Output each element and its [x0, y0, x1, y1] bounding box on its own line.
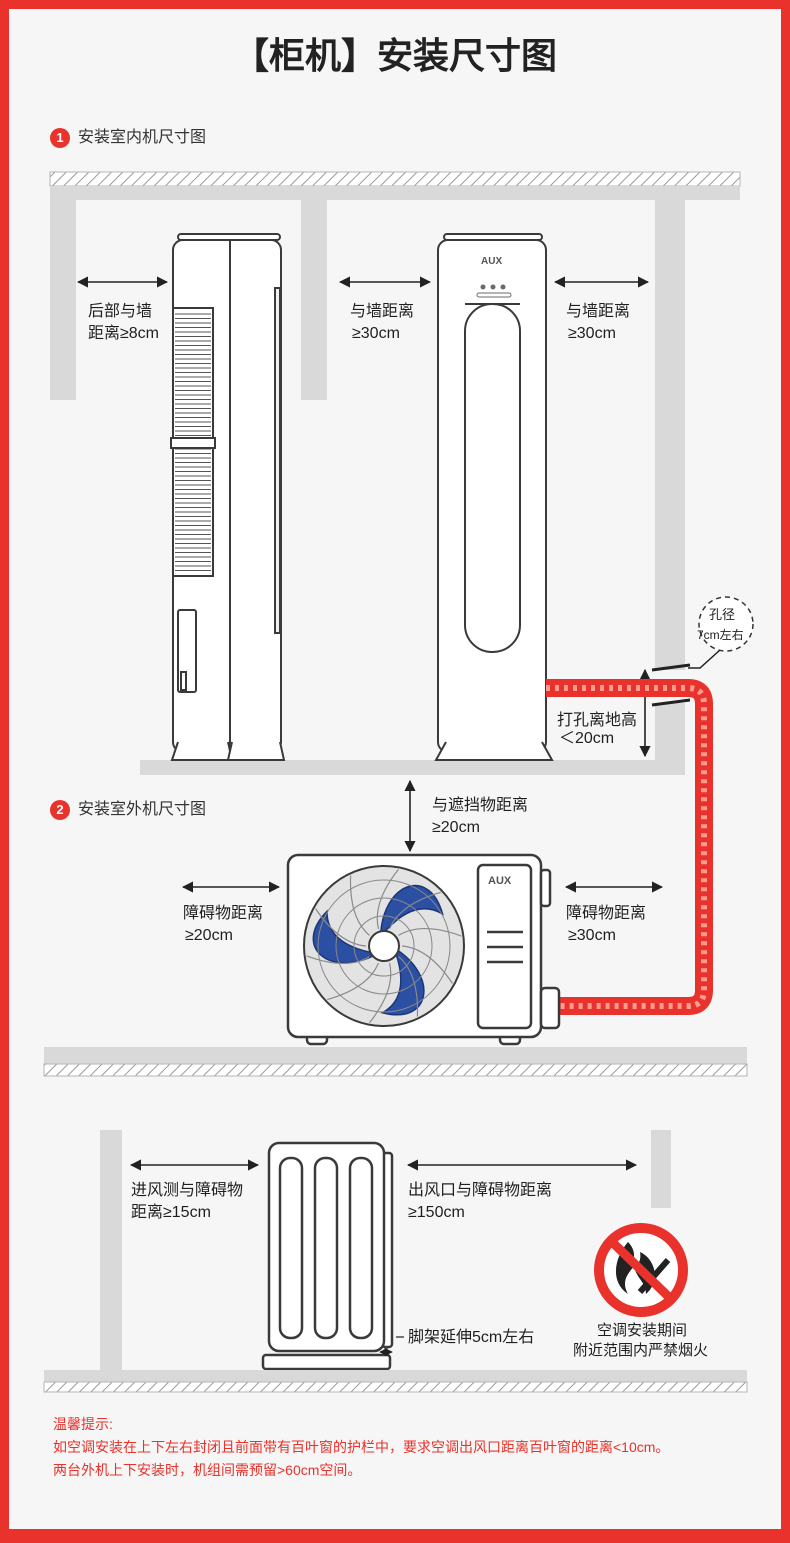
indoor-floor	[140, 760, 685, 775]
fan-icon	[303, 865, 465, 1027]
ceiling-hatch	[49, 171, 741, 187]
right-wall-label-1: 与墙距离	[566, 303, 631, 320]
outlet-label-1: 出风口与障碍物距离	[408, 1182, 553, 1199]
outdoor-right-label-1: 障碍物距离	[566, 905, 647, 922]
fire-warning-label-2: 附近范围内严禁烟火	[573, 1342, 709, 1359]
section-1-badge: 1	[50, 128, 70, 148]
outdoor-unit-side	[261, 1141, 394, 1371]
section-2-badge: 2	[50, 800, 70, 820]
fire-warning-label-1: 空调安装期间	[597, 1322, 688, 1339]
wall-middle	[301, 200, 327, 400]
drill-height-label-2: ＜20cm	[559, 730, 615, 747]
hole-label-1: 孔径	[709, 607, 736, 622]
control-panel	[476, 284, 512, 298]
tips-heading: 温馨提示:	[53, 1416, 113, 1432]
section-1-title: 安装室内机尺寸图	[78, 129, 207, 146]
back-distance-label-2: 距离≥8cm	[88, 325, 160, 342]
left-wall-label-1: 与墙距离	[350, 303, 415, 320]
outdoor-floor	[44, 1047, 747, 1064]
wall-left	[50, 200, 76, 400]
page-title: 【柜机】安装尺寸图	[232, 35, 557, 76]
indoor-unit-side	[170, 233, 286, 761]
feet-label: 脚架延伸5cm左右	[408, 1329, 535, 1346]
back-distance-label-1: 后部与墙	[88, 303, 153, 320]
outdoor-brand-logo: AUX	[488, 875, 512, 887]
indoor-louvers	[170, 313, 216, 571]
tips-line-2: 两台外机上下安装时，机组间需预留>60cm空间。	[53, 1462, 362, 1478]
section-2-title: 安装室外机尺寸图	[78, 801, 207, 818]
outdoor-left-label-1: 障碍物距离	[183, 905, 264, 922]
frame-top	[0, 0, 790, 9]
inlet-label-2: 距离≥15cm	[131, 1204, 211, 1221]
hole-edge-top	[651, 663, 691, 672]
side-floor-hatch	[43, 1381, 748, 1393]
inlet-label-1: 进风测与障碍物	[131, 1182, 244, 1199]
right-wall-label-2: ≥30cm	[568, 325, 616, 342]
side-wall-left	[100, 1130, 122, 1370]
side-floor	[44, 1370, 747, 1382]
outdoor-left-label-2: ≥20cm	[185, 927, 233, 944]
top-clearance-label-2: ≥20cm	[432, 819, 480, 836]
side-wall-right	[651, 1130, 671, 1208]
indoor-brand-logo: AUX	[481, 256, 503, 267]
left-wall-label-2: ≥30cm	[352, 325, 400, 342]
tips-line-1: 如空调安装在上下左右封闭且前面带有百叶窗的护栏中，要求空调出风口距离百叶窗的距离…	[53, 1439, 670, 1455]
top-clearance-label-1: 与遮挡物距离	[432, 797, 529, 814]
drill-height-label-1: 打孔离地高	[557, 712, 638, 729]
frame-left	[0, 0, 9, 1543]
refrigerant-pipe	[546, 679, 713, 1015]
hole-callout-leader	[688, 649, 721, 669]
hole-edge-bottom	[651, 698, 691, 707]
no-fire-icon	[594, 1223, 688, 1317]
outdoor-floor-hatch	[43, 1063, 748, 1077]
frame-bottom	[0, 1529, 790, 1543]
outdoor-right-label-2: ≥30cm	[568, 927, 616, 944]
frame-right	[781, 0, 790, 1543]
ceiling	[50, 186, 740, 200]
indoor-unit-front	[434, 233, 554, 761]
hole-label-2: 7cm左右	[697, 628, 744, 642]
hole-callout-circle	[698, 596, 754, 652]
outlet-label-2: ≥150cm	[408, 1204, 465, 1221]
